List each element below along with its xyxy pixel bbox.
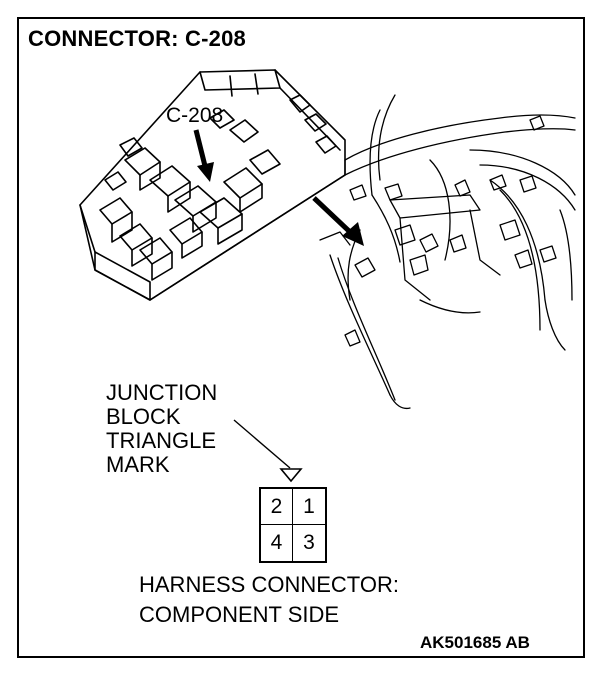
junction-block-label-line-3: TRIANGLE xyxy=(106,428,217,453)
pin-2: 2 xyxy=(261,489,293,525)
harness-connector-pinout: 2 1 4 3 xyxy=(259,487,327,563)
triangle-mark-leader xyxy=(233,419,303,483)
pin-3: 3 xyxy=(303,531,315,554)
junction-block-label-line-4: MARK xyxy=(106,452,170,477)
junction-block-label-line-2: BLOCK xyxy=(106,404,181,429)
caption-line-1: HARNESS CONNECTOR: xyxy=(139,572,399,597)
figure-code: AK501685 AB xyxy=(420,633,530,652)
location-arrow xyxy=(312,196,364,246)
c208-callout-label: C-208 xyxy=(166,104,224,127)
figure-title: CONNECTOR: C-208 xyxy=(28,26,246,51)
pin-4: 4 xyxy=(261,525,293,561)
c208-arrow xyxy=(193,129,214,182)
figure-frame xyxy=(17,17,585,658)
caption-line-2: COMPONENT SIDE xyxy=(139,602,340,627)
junction-block-label-line-1: JUNCTION xyxy=(106,380,218,405)
pin-1: 1 xyxy=(293,489,325,525)
instrument-panel-illustration xyxy=(319,94,576,410)
